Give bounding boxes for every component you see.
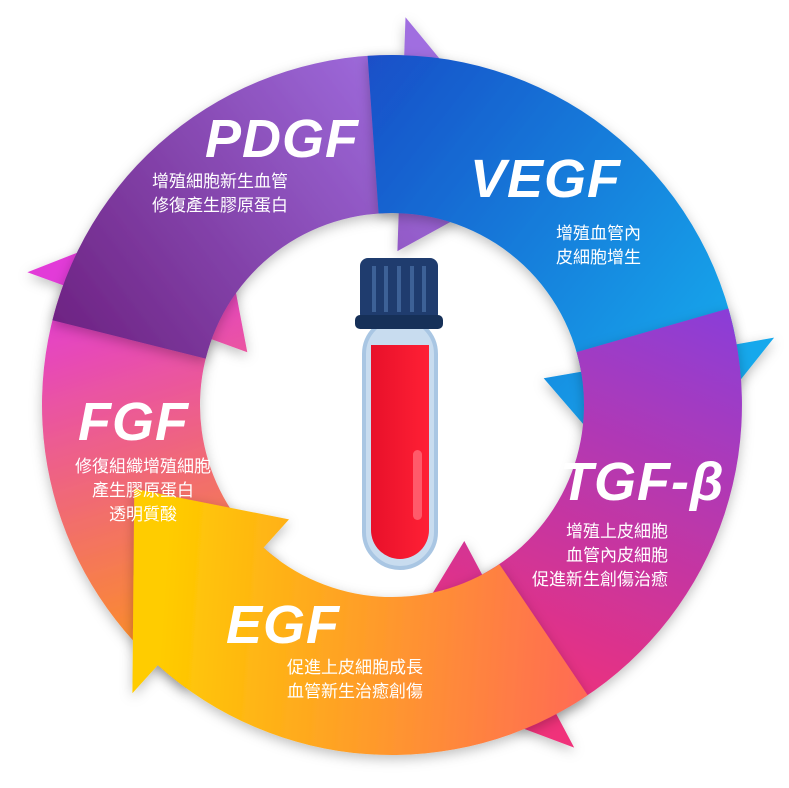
- factor-desc-fgf: 修復組織增殖細胞 產生膠原蛋白 透明質酸: [55, 455, 231, 527]
- factor-desc-pdgf: 增殖細胞新生血管 修復產生膠原蛋白: [152, 170, 288, 218]
- factor-label-vegf: VEGF: [470, 149, 622, 209]
- test-tube-icon: [355, 258, 443, 570]
- desc-line: 促進上皮細胞成長: [287, 658, 423, 678]
- desc-line: 修復組織增殖細胞: [75, 457, 211, 477]
- desc-line: 修復產生膠原蛋白: [152, 196, 288, 216]
- factor-desc-vegf: 增殖血管內 皮細胞增生: [556, 222, 641, 270]
- factor-label-pdgf: PDGF: [205, 109, 360, 169]
- desc-line: 促進新生創傷治癒: [532, 570, 668, 590]
- desc-line: 血管新生治癒創傷: [287, 682, 423, 702]
- desc-line: 透明質酸: [109, 505, 177, 525]
- factor-desc-egf: 促進上皮細胞成長 血管新生治癒創傷: [287, 656, 423, 704]
- arrow-segment-egf: [132, 488, 588, 756]
- desc-line: 增殖上皮細胞: [566, 522, 668, 542]
- desc-line: 產生膠原蛋白: [92, 481, 194, 501]
- factor-label-egf: EGF: [226, 595, 341, 655]
- factor-desc-tgf-beta: 增殖上皮細胞 血管內皮細胞 促進新生創傷治癒: [500, 520, 668, 592]
- desc-line: 增殖血管內: [556, 224, 641, 244]
- desc-line: 血管內皮細胞: [566, 546, 668, 566]
- factor-label-fgf: FGF: [78, 392, 189, 452]
- desc-line: 皮細胞增生: [556, 248, 641, 268]
- factor-label-tgf-beta: TGF-β: [560, 452, 725, 512]
- desc-line: 增殖細胞新生血管: [152, 172, 288, 192]
